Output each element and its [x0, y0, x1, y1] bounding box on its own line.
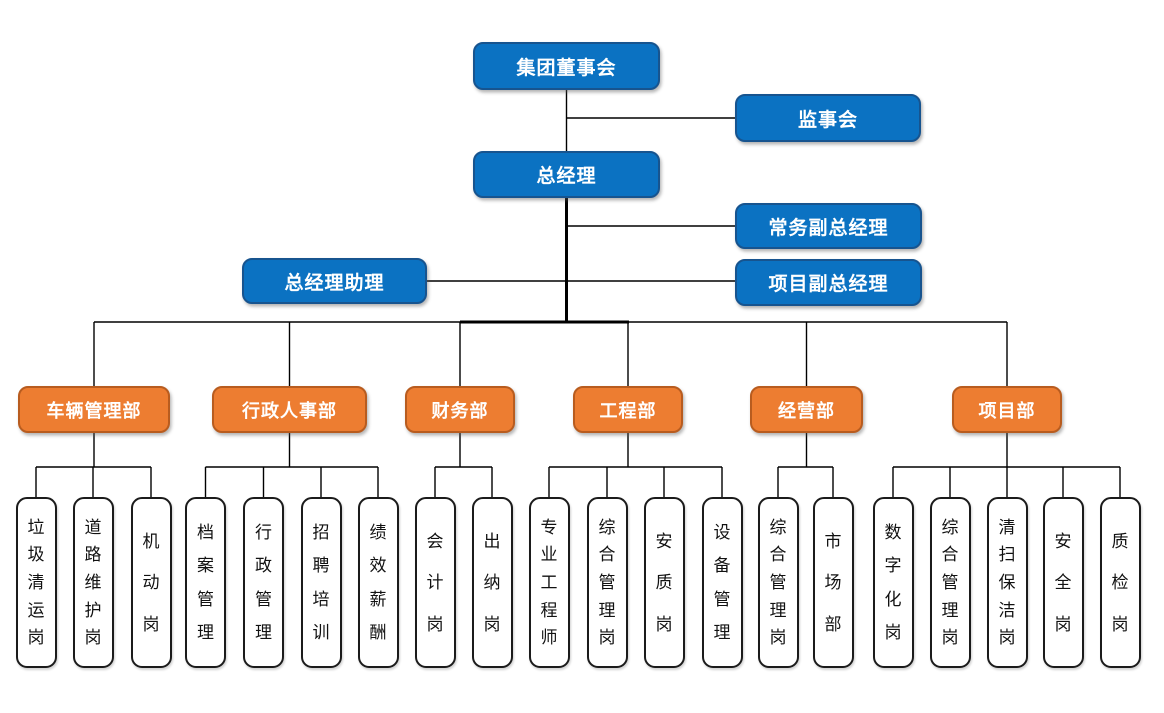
post-safety: 安全岗 [1042, 497, 1084, 668]
post-cleaning: 清扫保洁岗 [986, 497, 1028, 668]
post-equipment-management: 设备管理 [701, 497, 743, 668]
post-general-management-ops: 综合管理岗 [757, 497, 799, 668]
node-supervisory-board: 监事会 [735, 94, 921, 142]
post-professional-engineer: 专业工程师 [528, 497, 570, 668]
node-gm-assistant: 总经理助理 [242, 258, 427, 304]
post-market-dept: 市场部 [812, 497, 854, 668]
post-admin-management: 行政管理 [243, 497, 284, 668]
node-group-board: 集团董事会 [473, 42, 660, 90]
dept-admin-hr: 行政人事部 [212, 386, 367, 433]
post-accounting: 会计岗 [414, 497, 456, 668]
post-mobile-duty: 机动岗 [130, 497, 172, 668]
node-general-manager: 总经理 [473, 151, 660, 198]
dept-vehicle-management: 车辆管理部 [18, 386, 170, 433]
node-project-deputy-gm: 项目副总经理 [735, 259, 922, 306]
dept-project: 项目部 [952, 386, 1062, 433]
post-general-management-eng: 综合管理岗 [586, 497, 628, 668]
post-garbage-clearing: 垃圾清运岗 [15, 497, 57, 668]
post-cashier: 出纳岗 [471, 497, 513, 668]
post-safety-quality: 安质岗 [643, 497, 685, 668]
node-executive-deputy-gm: 常务副总经理 [735, 203, 922, 249]
dept-finance: 财务部 [405, 386, 515, 433]
post-recruitment-training: 招聘培训 [300, 497, 342, 668]
post-quality-inspection: 质检岗 [1099, 497, 1141, 668]
post-performance-compensation: 绩效薪酬 [357, 497, 399, 668]
dept-engineering: 工程部 [573, 386, 683, 433]
post-general-management-proj: 综合管理岗 [929, 497, 971, 668]
post-digitalization: 数字化岗 [872, 497, 914, 668]
post-road-maintenance: 道路维护岗 [72, 497, 114, 668]
dept-operations: 经营部 [750, 386, 863, 433]
post-archives-management: 档案管理 [185, 497, 226, 668]
